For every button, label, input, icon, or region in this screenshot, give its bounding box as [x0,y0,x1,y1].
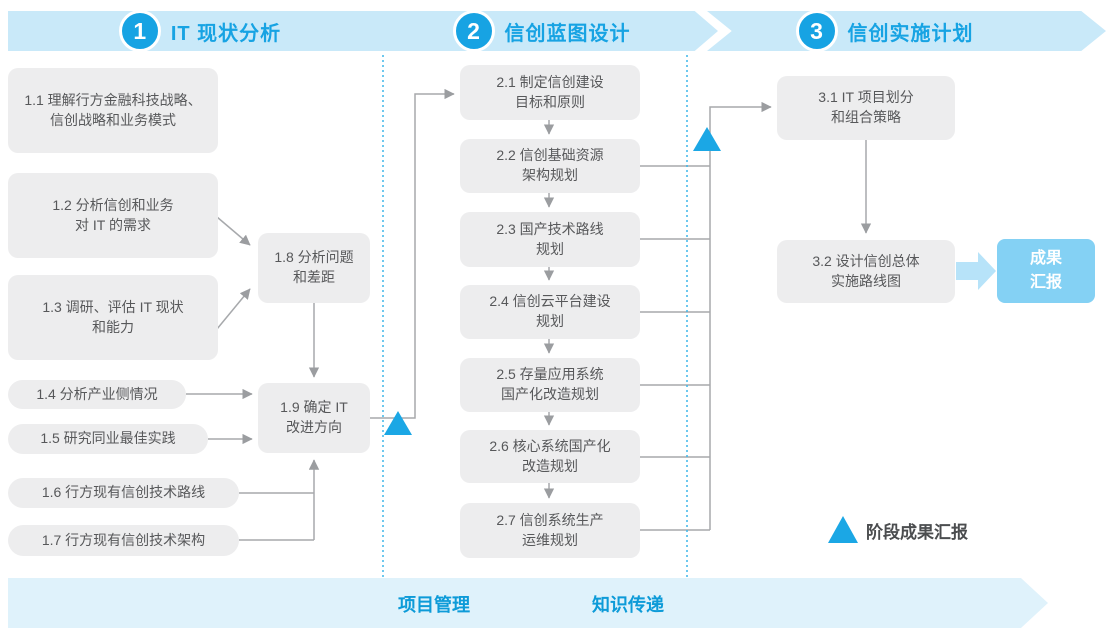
step-box-3-2: 3.2 设计信创总体 实施路线图 [777,240,955,303]
phase-banner-1: 1 IT 现状分析 [8,11,416,51]
footer-label-project-management: 项目管理 [398,595,470,615]
phase-number-badge-2: 2 [452,11,495,51]
step-box-2-3: 2.3 国产技术路线 规划 [460,212,640,267]
phase-banner-3: 3 信创实施计划 [707,11,1106,51]
step-box-1-9: 1.9 确定 IT 改进方向 [258,383,370,453]
phase-banner-2: 2 信创蓝图设计 [385,11,718,51]
step-box-3-1: 3.1 IT 项目划分 和组合策略 [777,76,955,140]
step-box-2-1: 2.1 制定信创建设 目标和原则 [460,65,640,120]
step-box-2-5: 2.5 存量应用系统 国产化改造规划 [460,358,640,412]
step-box-2-6: 2.6 核心系统国产化 改造规划 [460,430,640,483]
phase-title-2: 信创蓝图设计 [504,22,631,45]
step-box-1-4: 1.4 分析产业侧情况 [8,380,186,409]
step-box-1-5: 1.5 研究同业最佳实践 [8,424,208,454]
step-box-2-7: 2.7 信创系统生产 运维规划 [460,503,640,558]
deliverable-box: 成果 汇报 [997,239,1095,303]
step-box-2-4: 2.4 信创云平台建设 规划 [460,285,640,339]
deliverable-arrow-icon [956,252,996,290]
footer-label-knowledge-transfer: 知识传递 [592,595,664,615]
step-box-1-8: 1.8 分析问题 和差距 [258,233,370,303]
phase-number-badge-3: 3 [795,11,838,51]
phase-title-3: 信创实施计划 [847,22,974,45]
legend-label: 阶段成果汇报 [866,523,968,542]
phase-number-badge-1: 1 [118,11,161,51]
step-box-2-2: 2.2 信创基础资源 架构规划 [460,139,640,193]
milestone-triangle-phase2 [693,127,721,151]
step-box-1-2: 1.2 分析信创和业务 对 IT 的需求 [8,173,218,258]
step-box-1-1: 1.1 理解行方金融科技战略、 信创战略和业务模式 [8,68,218,153]
step-box-1-3: 1.3 调研、评估 IT 现状 和能力 [8,275,218,360]
milestone-triangle-phase1 [384,411,412,435]
step-box-1-6: 1.6 行方现有信创技术路线 [8,478,239,508]
phase-title-1: IT 现状分析 [170,22,282,45]
step-box-1-7: 1.7 行方现有信创技术架构 [8,525,239,556]
footer-banner [8,578,1048,628]
legend-triangle-icon [828,516,858,543]
